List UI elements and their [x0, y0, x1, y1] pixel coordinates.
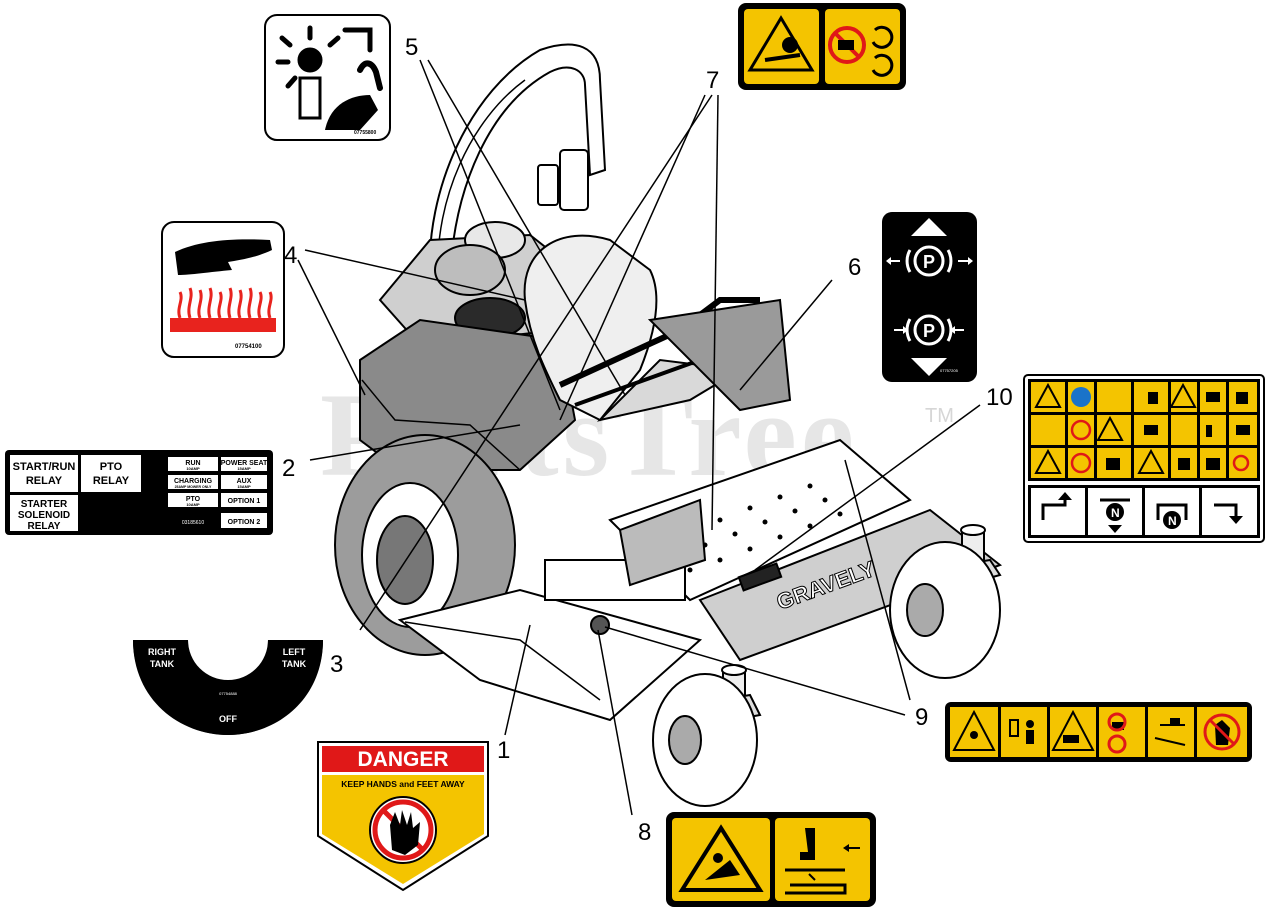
decal-feet-warning	[666, 812, 876, 907]
trademark: TM	[925, 405, 954, 427]
decal-battery-caution: 07755800	[264, 14, 391, 141]
start-run-label-2: RELAY	[26, 475, 63, 487]
left-tank-label-1: LEFT	[283, 647, 306, 657]
decal-parking-brake: P P 07757205	[882, 212, 977, 382]
decal-hot-surface: 07754100	[161, 221, 285, 358]
power-seat-amp: 15AMP	[237, 466, 251, 471]
right-tank-label-1: RIGHT	[148, 647, 177, 657]
aux-label: AUX	[237, 478, 252, 485]
decal-safety-panel: N N	[1023, 374, 1265, 543]
pto-relay-label-1: PTO	[100, 461, 123, 473]
starter-label-2: SOLENOID	[18, 510, 70, 521]
callout-numbers: 1 2 3 4 5 7 6 10 8 9	[282, 34, 1013, 846]
callout-2: 2	[282, 455, 295, 482]
charging-amp: 25AMP MOWER ONLY	[175, 485, 212, 489]
off-label: OFF	[219, 714, 237, 724]
callout-1: 1	[497, 737, 510, 764]
svg-text:N: N	[1168, 514, 1177, 528]
callout-4: 4	[284, 242, 297, 269]
callout-10: 10	[986, 384, 1013, 411]
pto-fuse-label: PTO	[186, 496, 201, 503]
parking-brake-part-number: 07757205	[940, 368, 959, 373]
danger-title: DANGER	[357, 748, 448, 771]
starter-label-1: STARTER	[21, 499, 68, 510]
callout-7: 7	[706, 67, 719, 94]
option1-label: OPTION 1	[228, 498, 261, 505]
run-fuse-label: RUN	[185, 460, 200, 467]
fuel-part-number: 07754888	[219, 691, 238, 696]
leader-lines	[297, 59, 981, 816]
callout-5: 5	[405, 34, 418, 61]
svg-text:P: P	[923, 252, 935, 272]
decal-danger: DANGER KEEP HANDS and FEET AWAY	[317, 741, 489, 892]
right-tank-label-2: TANK	[150, 659, 175, 669]
hot-surface-part-number: 07754100	[235, 344, 262, 350]
pto-fuse-amp: 10AMP	[186, 502, 200, 507]
callout-9: 9	[915, 704, 928, 731]
callout-3: 3	[330, 651, 343, 678]
aux-amp: 15AMP	[237, 484, 251, 489]
decal-relay-panel: START/RUN RELAY PTO RELAY STARTER SOLENO…	[5, 450, 273, 535]
pto-relay-label-2: RELAY	[93, 475, 130, 487]
charging-label: CHARGING	[174, 478, 213, 485]
power-seat-label: POWER SEAT	[221, 460, 268, 467]
option2-label: OPTION 2	[228, 519, 261, 526]
decal-warning-strip	[945, 702, 1252, 762]
starter-label-3: RELAY	[28, 521, 61, 532]
caution-part-number: 07755800	[354, 130, 376, 136]
run-fuse-amp: 10AMP	[186, 466, 200, 471]
svg-text:N: N	[1111, 506, 1120, 520]
decal-entanglement	[738, 3, 906, 90]
left-tank-label-2: TANK	[282, 659, 307, 669]
callout-8: 8	[638, 819, 651, 846]
danger-text: KEEP HANDS and FEET AWAY	[341, 779, 465, 789]
decal-fuel-selector: RIGHT TANK LEFT TANK OFF 07754888	[133, 640, 323, 735]
start-run-label-1: START/RUN	[13, 461, 76, 473]
relay-part-number: 03185610	[182, 520, 204, 526]
svg-text:P: P	[923, 321, 935, 341]
callout-6: 6	[848, 254, 861, 281]
